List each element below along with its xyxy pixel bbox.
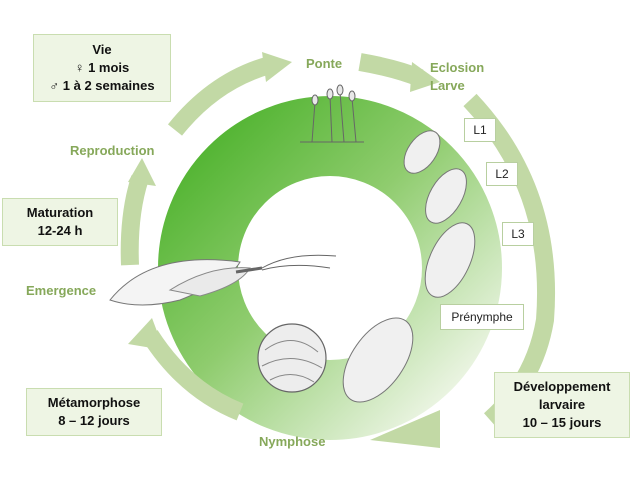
larva-l1 — [403, 130, 441, 174]
stage-nymphose: Nymphose — [259, 434, 326, 449]
instar-prenymphe: Prénymphe — [440, 304, 524, 330]
arrow-emergence-to-reproduction — [120, 175, 149, 266]
stage-eclosion: Eclosion — [430, 60, 485, 75]
box-life-span: Vie ♀ 1 mois ♂ 1 à 2 semaines — [33, 34, 171, 102]
larval-development-line1: Développement — [513, 379, 611, 394]
arrowhead-ponte — [262, 52, 292, 82]
life-span-title: Vie — [92, 42, 112, 57]
arrow-reproduction-to-ponte — [167, 56, 273, 136]
life-span-female: ♀ 1 mois — [74, 60, 130, 75]
cocoon-illustration — [257, 323, 327, 393]
metamorphosis-duration: 8 – 12 jours — [58, 413, 130, 428]
larva-l3 — [424, 222, 476, 298]
larval-development-line2: larvaire — [538, 397, 586, 412]
arrowhead-emergence — [128, 318, 164, 350]
stage-reproduction: Reproduction — [70, 143, 155, 158]
stage-larve: Larve — [430, 78, 465, 93]
maturation-title: Maturation — [26, 205, 94, 220]
instar-l1: L1 — [464, 118, 496, 142]
arrowhead-reproduction — [128, 158, 156, 186]
arrowhead-eclosion — [410, 62, 440, 92]
eggs-illustration — [300, 84, 364, 143]
stage-emergence: Emergence — [26, 283, 97, 298]
life-span-male: ♂ 1 à 2 semaines — [49, 78, 155, 93]
box-metamorphosis: Métamorphose 8 – 12 jours — [26, 388, 162, 436]
larval-development-duration: 10 – 15 jours — [522, 415, 602, 430]
prepupa — [342, 317, 414, 403]
larva-l2 — [425, 168, 467, 224]
metamorphosis-title: Métamorphose — [47, 395, 141, 410]
box-larval-development: Développement larvaire 10 – 15 jours — [494, 372, 630, 438]
adult-lacewing-illustration — [109, 254, 337, 306]
instar-l2: L2 — [486, 162, 518, 186]
arrowhead-nymphose — [370, 410, 440, 448]
stage-ponte: Ponte — [306, 56, 343, 71]
instar-l3: L3 — [502, 222, 534, 246]
arrow-heads — [128, 52, 440, 448]
arrow-ponte-to-eclosion — [358, 53, 424, 87]
box-maturation: Maturation 12-24 h — [2, 198, 118, 246]
larvae-illustration — [342, 130, 476, 403]
maturation-duration: 12-24 h — [37, 223, 83, 238]
